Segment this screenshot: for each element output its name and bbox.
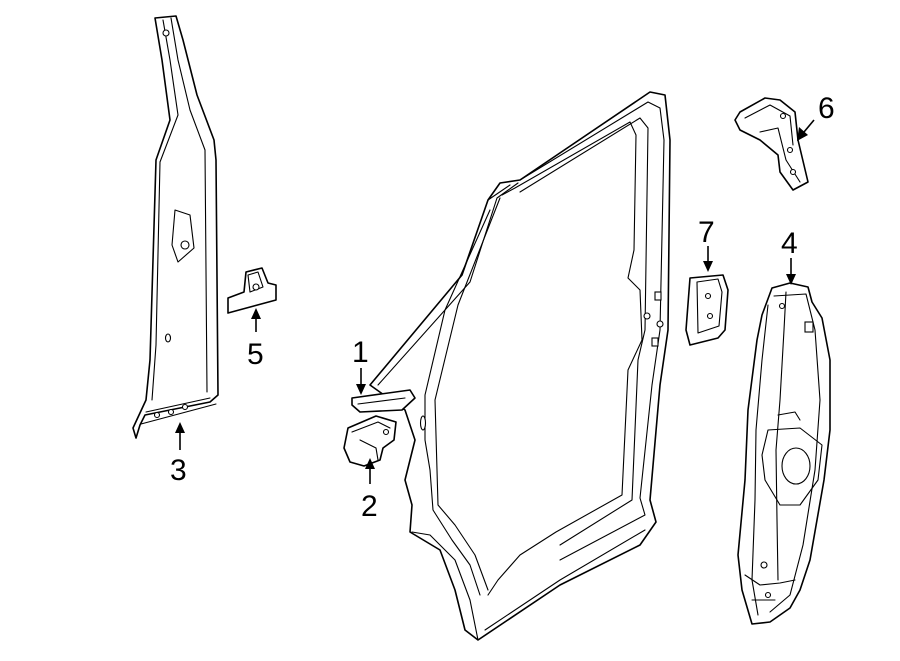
part-6-corner-bracket — [734, 97, 809, 191]
part-2-hinge-reinforcement — [343, 415, 397, 467]
callout-2-label: 2 — [361, 490, 378, 523]
callout-3-label: 3 — [170, 454, 187, 487]
part-7-bracket — [685, 274, 729, 346]
part-5-bracket — [227, 267, 277, 314]
callout-4-label: 4 — [781, 227, 798, 260]
callout-7-label: 7 — [698, 216, 715, 249]
callout-5-label: 5 — [247, 338, 264, 371]
callout-arrows — [175, 119, 815, 484]
callout-6-label: 6 — [818, 92, 835, 125]
callout-1-label: 1 — [352, 336, 369, 369]
part-3-pillar — [132, 15, 219, 439]
part-door-frame — [369, 91, 671, 641]
part-4-inner-panel — [737, 282, 831, 625]
part-1-bracket — [351, 389, 416, 413]
